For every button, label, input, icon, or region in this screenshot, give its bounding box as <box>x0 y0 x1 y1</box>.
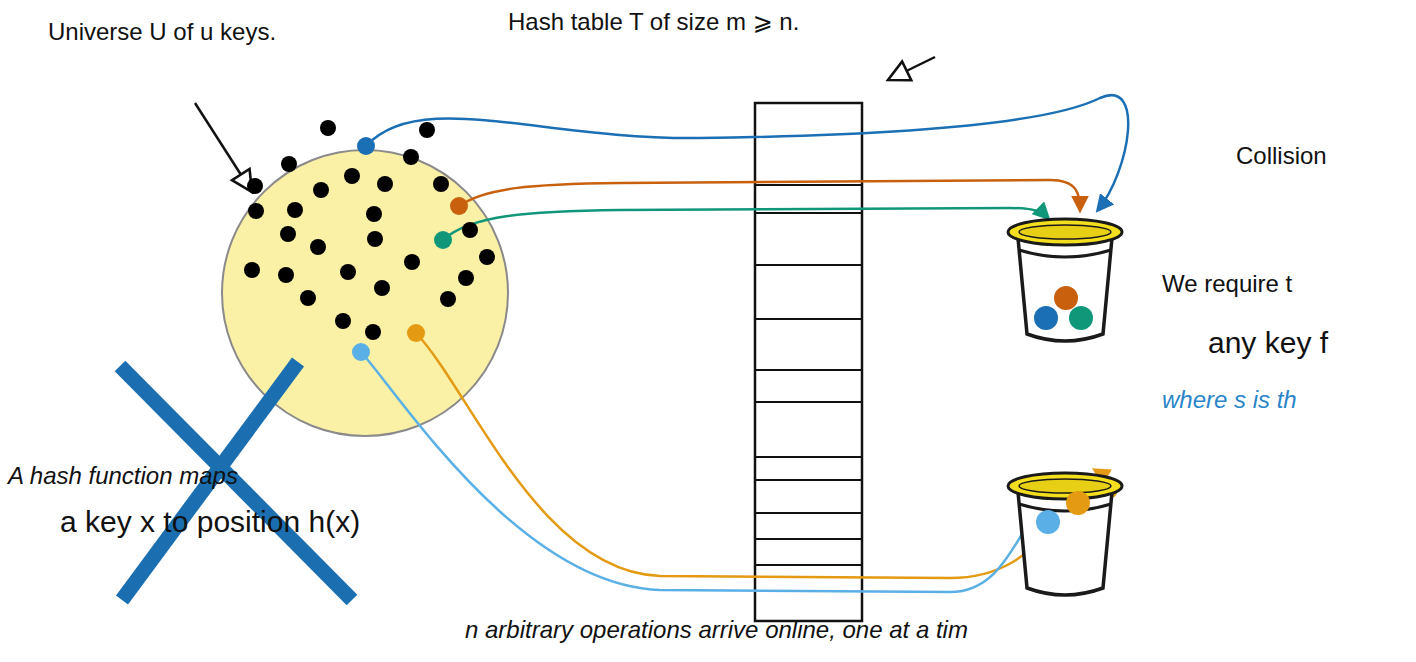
bucket-ball <box>1066 491 1090 515</box>
hash-curve <box>443 208 1048 240</box>
key-dot <box>244 262 260 278</box>
key-dot <box>450 197 468 215</box>
table-slot <box>755 401 862 403</box>
key-dot <box>440 291 456 307</box>
hash-curve <box>361 352 1050 592</box>
hash-function-label: A hash function maps <box>8 462 238 490</box>
key-dot <box>278 267 294 283</box>
key-dot <box>377 176 393 192</box>
hash-curve <box>459 180 1080 210</box>
key-dot <box>433 176 449 192</box>
table-slot <box>755 318 862 320</box>
collision-label: Collision <box>1236 142 1327 170</box>
hash-curve <box>366 95 1128 210</box>
bucket-ball <box>1054 286 1078 310</box>
key-dot <box>357 137 375 155</box>
key-dot <box>281 156 297 172</box>
table-slot <box>755 564 862 566</box>
universe-circle <box>222 150 508 436</box>
table-slot <box>755 538 862 540</box>
key-dot <box>248 203 264 219</box>
key-dot <box>280 226 296 242</box>
hash-function-label: a key x to position h(x) <box>60 505 360 540</box>
hash-curves <box>361 95 1128 592</box>
key-dot <box>366 206 382 222</box>
operations-note: n arbitrary operations arrive online, on… <box>465 616 968 644</box>
key-dot <box>320 120 336 136</box>
key-dot <box>407 324 425 342</box>
table-slot <box>755 512 862 514</box>
requirement-text: We require t <box>1162 270 1292 298</box>
pointer-arrow <box>888 57 935 80</box>
key-dot <box>404 254 420 270</box>
key-dot <box>310 239 326 255</box>
bucket-ball <box>1069 306 1093 330</box>
key-dot <box>247 178 263 194</box>
pointer-arrow <box>195 103 252 192</box>
bucket-ball <box>1036 510 1060 534</box>
key-dot <box>365 324 381 340</box>
table-slot <box>755 479 862 481</box>
key-dot <box>367 231 383 247</box>
hash-curve <box>416 333 1116 578</box>
requirement-text: any key f <box>1208 326 1328 361</box>
requirement-note: where s is th <box>1162 386 1297 414</box>
key-dot <box>352 343 370 361</box>
key-dot <box>419 122 435 138</box>
key-dot <box>340 264 356 280</box>
key-dot <box>374 280 390 296</box>
bucket <box>1008 473 1122 595</box>
table-slot <box>755 184 862 186</box>
key-dot <box>313 182 329 198</box>
table-label: Hash table T of size m ⩾ n. <box>508 8 799 36</box>
key-dot <box>434 231 452 249</box>
table-slot <box>755 369 862 371</box>
bucket <box>1008 219 1122 341</box>
key-dot <box>300 290 316 306</box>
bucket-ball <box>1034 306 1058 330</box>
key-dot <box>462 222 478 238</box>
table-slot <box>755 264 862 266</box>
table-slot <box>755 212 862 214</box>
key-dot <box>335 313 351 329</box>
key-dot <box>458 270 474 286</box>
key-dot <box>479 249 495 265</box>
key-dot <box>403 149 419 165</box>
key-dots <box>244 120 495 361</box>
buckets <box>1008 219 1122 595</box>
key-dot <box>344 168 360 184</box>
table-slot <box>755 456 862 458</box>
key-dot <box>287 202 303 218</box>
universe-label: Universe U of u keys. <box>48 18 276 46</box>
